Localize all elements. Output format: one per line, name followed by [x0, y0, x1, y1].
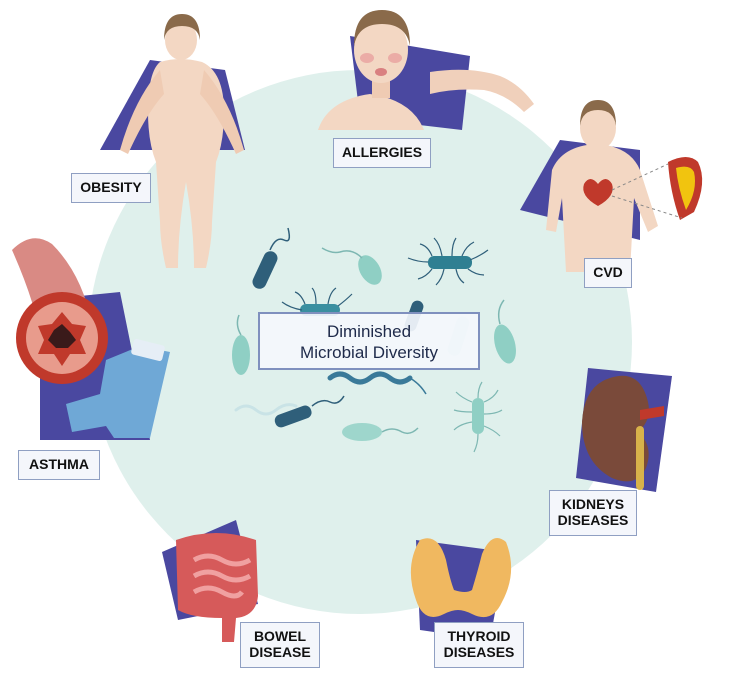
- label-asthma: ASTHMA: [18, 450, 100, 480]
- thyroid-illustration: [410, 538, 512, 640]
- label-kidneys-diseases: KIDNEYS DISEASES: [549, 490, 637, 536]
- arm: [120, 70, 164, 154]
- inhaler-cap: [131, 339, 165, 361]
- microbe-flagellum: [381, 427, 419, 435]
- microbe-spirochete-light: [234, 403, 298, 416]
- microbe-rod: [252, 251, 278, 289]
- torso: [546, 144, 658, 272]
- allergies-illustration: [318, 10, 534, 130]
- microbe-flagellum: [497, 299, 505, 325]
- microbe-flagellum: [269, 227, 291, 251]
- microbe-spiky-rod: [472, 398, 484, 434]
- head: [165, 20, 197, 60]
- label-bowel-disease: BOWEL DISEASE: [240, 622, 320, 668]
- airway-lumen-inner: [48, 324, 76, 348]
- neck: [372, 78, 390, 98]
- kidneys-illustration: [576, 368, 672, 492]
- zoom-line: [611, 195, 683, 219]
- bowel-illustration: [162, 520, 258, 642]
- microbe-bean: [232, 335, 250, 375]
- microbe-pili: [281, 287, 353, 311]
- obesity-illustration: [100, 14, 245, 268]
- arm: [200, 70, 244, 154]
- label-thyroid-diseases: THYROID DISEASES: [434, 622, 524, 668]
- heart-icon: [583, 179, 613, 206]
- cheek: [388, 53, 402, 63]
- thyroid-icon: [410, 538, 512, 618]
- arm-scratching: [430, 69, 534, 112]
- small-intestine: [192, 553, 252, 599]
- microbe-flagellum: [311, 395, 345, 407]
- cheek: [360, 53, 374, 63]
- artery-plaque: [676, 166, 695, 210]
- asthma-illustration: [12, 238, 170, 440]
- microbe-pili: [453, 381, 503, 453]
- kidney-icon: [582, 375, 649, 482]
- label-cvd: CVD: [584, 258, 632, 288]
- body: [148, 59, 224, 268]
- microbe-bean: [494, 324, 516, 364]
- head: [580, 106, 616, 150]
- microbe-pili: [407, 237, 489, 286]
- hair: [580, 100, 616, 126]
- renal-vessel: [640, 406, 664, 420]
- zoom-line: [611, 163, 669, 191]
- ureter: [636, 426, 644, 490]
- microbe-spirochete: [327, 371, 413, 385]
- microbe-rod: [274, 405, 312, 428]
- head: [354, 17, 408, 83]
- label-allergies: ALLERGIES: [333, 138, 431, 168]
- microbe-bean: [342, 423, 382, 441]
- label-obesity: OBESITY: [71, 173, 151, 203]
- microbe-flagellum: [409, 377, 427, 395]
- microbe-flagellum: [321, 247, 363, 259]
- microbe-bean: [358, 255, 382, 285]
- hair: [164, 14, 200, 40]
- mouth: [375, 68, 387, 76]
- shoulders: [318, 94, 424, 130]
- inhaler-icon: [66, 346, 170, 438]
- microbe-flagellum: [236, 314, 242, 336]
- cvd-illustration: [520, 100, 703, 272]
- center-title: Diminished Microbial Diversity: [258, 312, 480, 370]
- microbe-spiky-rod: [428, 256, 472, 269]
- hair: [354, 10, 410, 46]
